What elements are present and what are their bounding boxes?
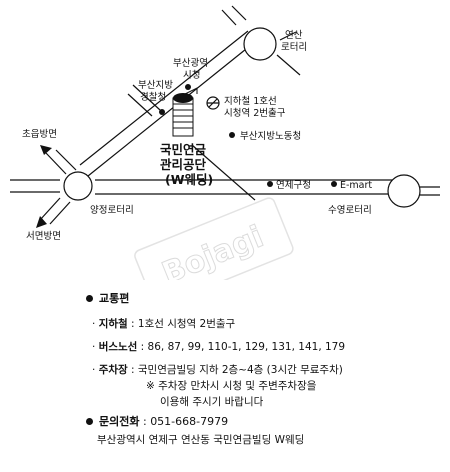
bus-row: · 버스노선 : 86, 87, 99, 110-1, 129, 131, 14… (92, 341, 346, 353)
emart-marker (331, 181, 337, 187)
suyeong-rotary (387, 174, 421, 208)
police-label-1: 부산지방 (138, 80, 173, 91)
roads (10, 5, 440, 225)
labor-office-label: 부산지방노동청 (240, 131, 301, 142)
transport-header: 교통편 (86, 290, 129, 306)
parking-key: 주차장 (98, 364, 128, 376)
nps-label-2: 관리공단 (160, 157, 207, 172)
transport-title: 교통편 (99, 292, 130, 305)
bus-key: 버스노선 (98, 341, 138, 353)
bullet-icon (86, 417, 93, 425)
labor-office-marker (229, 132, 235, 138)
city-hall-label-1: 부산광역 (173, 57, 208, 69)
location-map: Bojagi (10, 5, 440, 280)
bus-value: 86, 87, 99, 110-1, 129, 131, 141, 179 (147, 341, 346, 353)
yeonsan-rotary-label-1: 연산 (285, 30, 303, 41)
yangjeong-rotary (63, 171, 93, 201)
parking-value: 국민연금빌딩 지하 2층~4층 (3시간 무료주차) (137, 364, 343, 376)
contact-value: 051-668-7979 (150, 415, 229, 428)
yeonsan-rotary (243, 27, 277, 61)
nps-building-icon (172, 87, 198, 137)
watermark: Bojagi (134, 197, 294, 280)
subway-key: 지하철 (98, 318, 128, 330)
chogeup-arrow-icon (40, 145, 52, 155)
subway-row: · 지하철 : 1호선 시청역 2번출구 (92, 318, 236, 330)
bullet-icon (86, 294, 93, 302)
contact-key: 문의전화 (99, 415, 140, 428)
svg-text:Bojagi: Bojagi (157, 219, 268, 280)
parking-note-2: 이용해 주시기 바랍니다 (160, 396, 264, 408)
contact-row: 문의전화 : 051-668-7979 (86, 413, 228, 429)
yeonsan-rotary-label-2: 로터리 (281, 42, 307, 53)
chogeup-label: 초읍방면 (22, 129, 57, 140)
subway-icon (206, 96, 220, 110)
emart-label: E-mart (340, 180, 372, 191)
subway-label-1: 지하철 1호선 (224, 95, 277, 107)
yeonje-office-label: 연제구청 (276, 180, 311, 191)
city-hall-label-2: 시청 (183, 70, 200, 81)
nps-label-1: 국민연금 (160, 142, 207, 157)
nps-label-3: (W웨딩) (165, 172, 213, 187)
police-label-2: 경찰청 (140, 91, 166, 103)
yeonje-office-marker (267, 181, 273, 187)
address-row: 부산광역시 연제구 연산동 국민연금빌딩 W웨딩 (97, 434, 305, 446)
subway-label-2: 시청역 2번출구 (224, 108, 286, 119)
police-marker (159, 109, 165, 115)
seomyeon-label: 서면방면 (26, 231, 61, 242)
parking-row: · 주차장 : 국민연금빌딩 지하 2층~4층 (3시간 무료주차) (92, 364, 343, 376)
subway-value: 1호선 시청역 2번출구 (137, 318, 236, 330)
city-hall-marker (185, 84, 191, 90)
parking-note-1: ※ 주차장 만차시 시청 및 주변주차장을 (146, 380, 317, 392)
seomyeon-arrow-icon (36, 216, 47, 228)
suyeong-rotary-label: 수영로터리 (328, 205, 372, 216)
yangjeong-rotary-label: 양정로터리 (90, 205, 134, 216)
